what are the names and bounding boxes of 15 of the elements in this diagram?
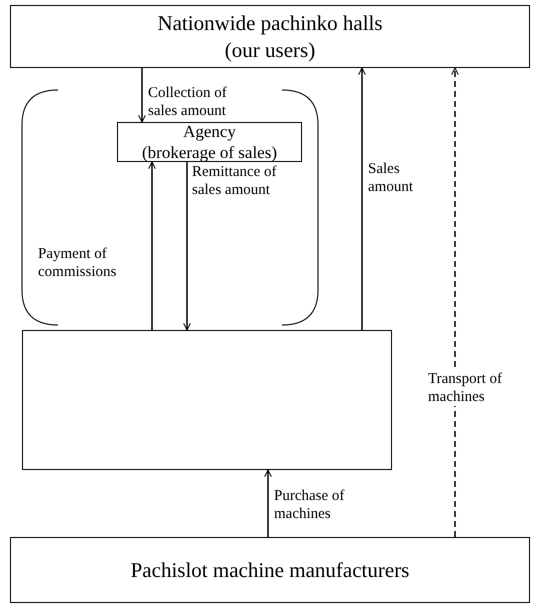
- arrow: [264, 470, 272, 537]
- process-box: [10, 5, 530, 68]
- box-subtitle: (our users): [224, 36, 316, 63]
- arrow: [451, 68, 459, 537]
- box-subtitle: (brokerage of sales): [142, 142, 277, 164]
- box-title: Nationwide pachinko halls: [157, 10, 383, 36]
- box-title: Agency: [183, 120, 236, 142]
- process-box: [117, 122, 302, 162]
- box-title: Pachislot machine manufacturers: [130, 556, 410, 584]
- process-box: [22, 330, 392, 470]
- arrow: [183, 162, 191, 330]
- arrow: [148, 162, 156, 330]
- process-box: [10, 537, 530, 603]
- arrow: [358, 68, 366, 330]
- arrow: [138, 68, 146, 122]
